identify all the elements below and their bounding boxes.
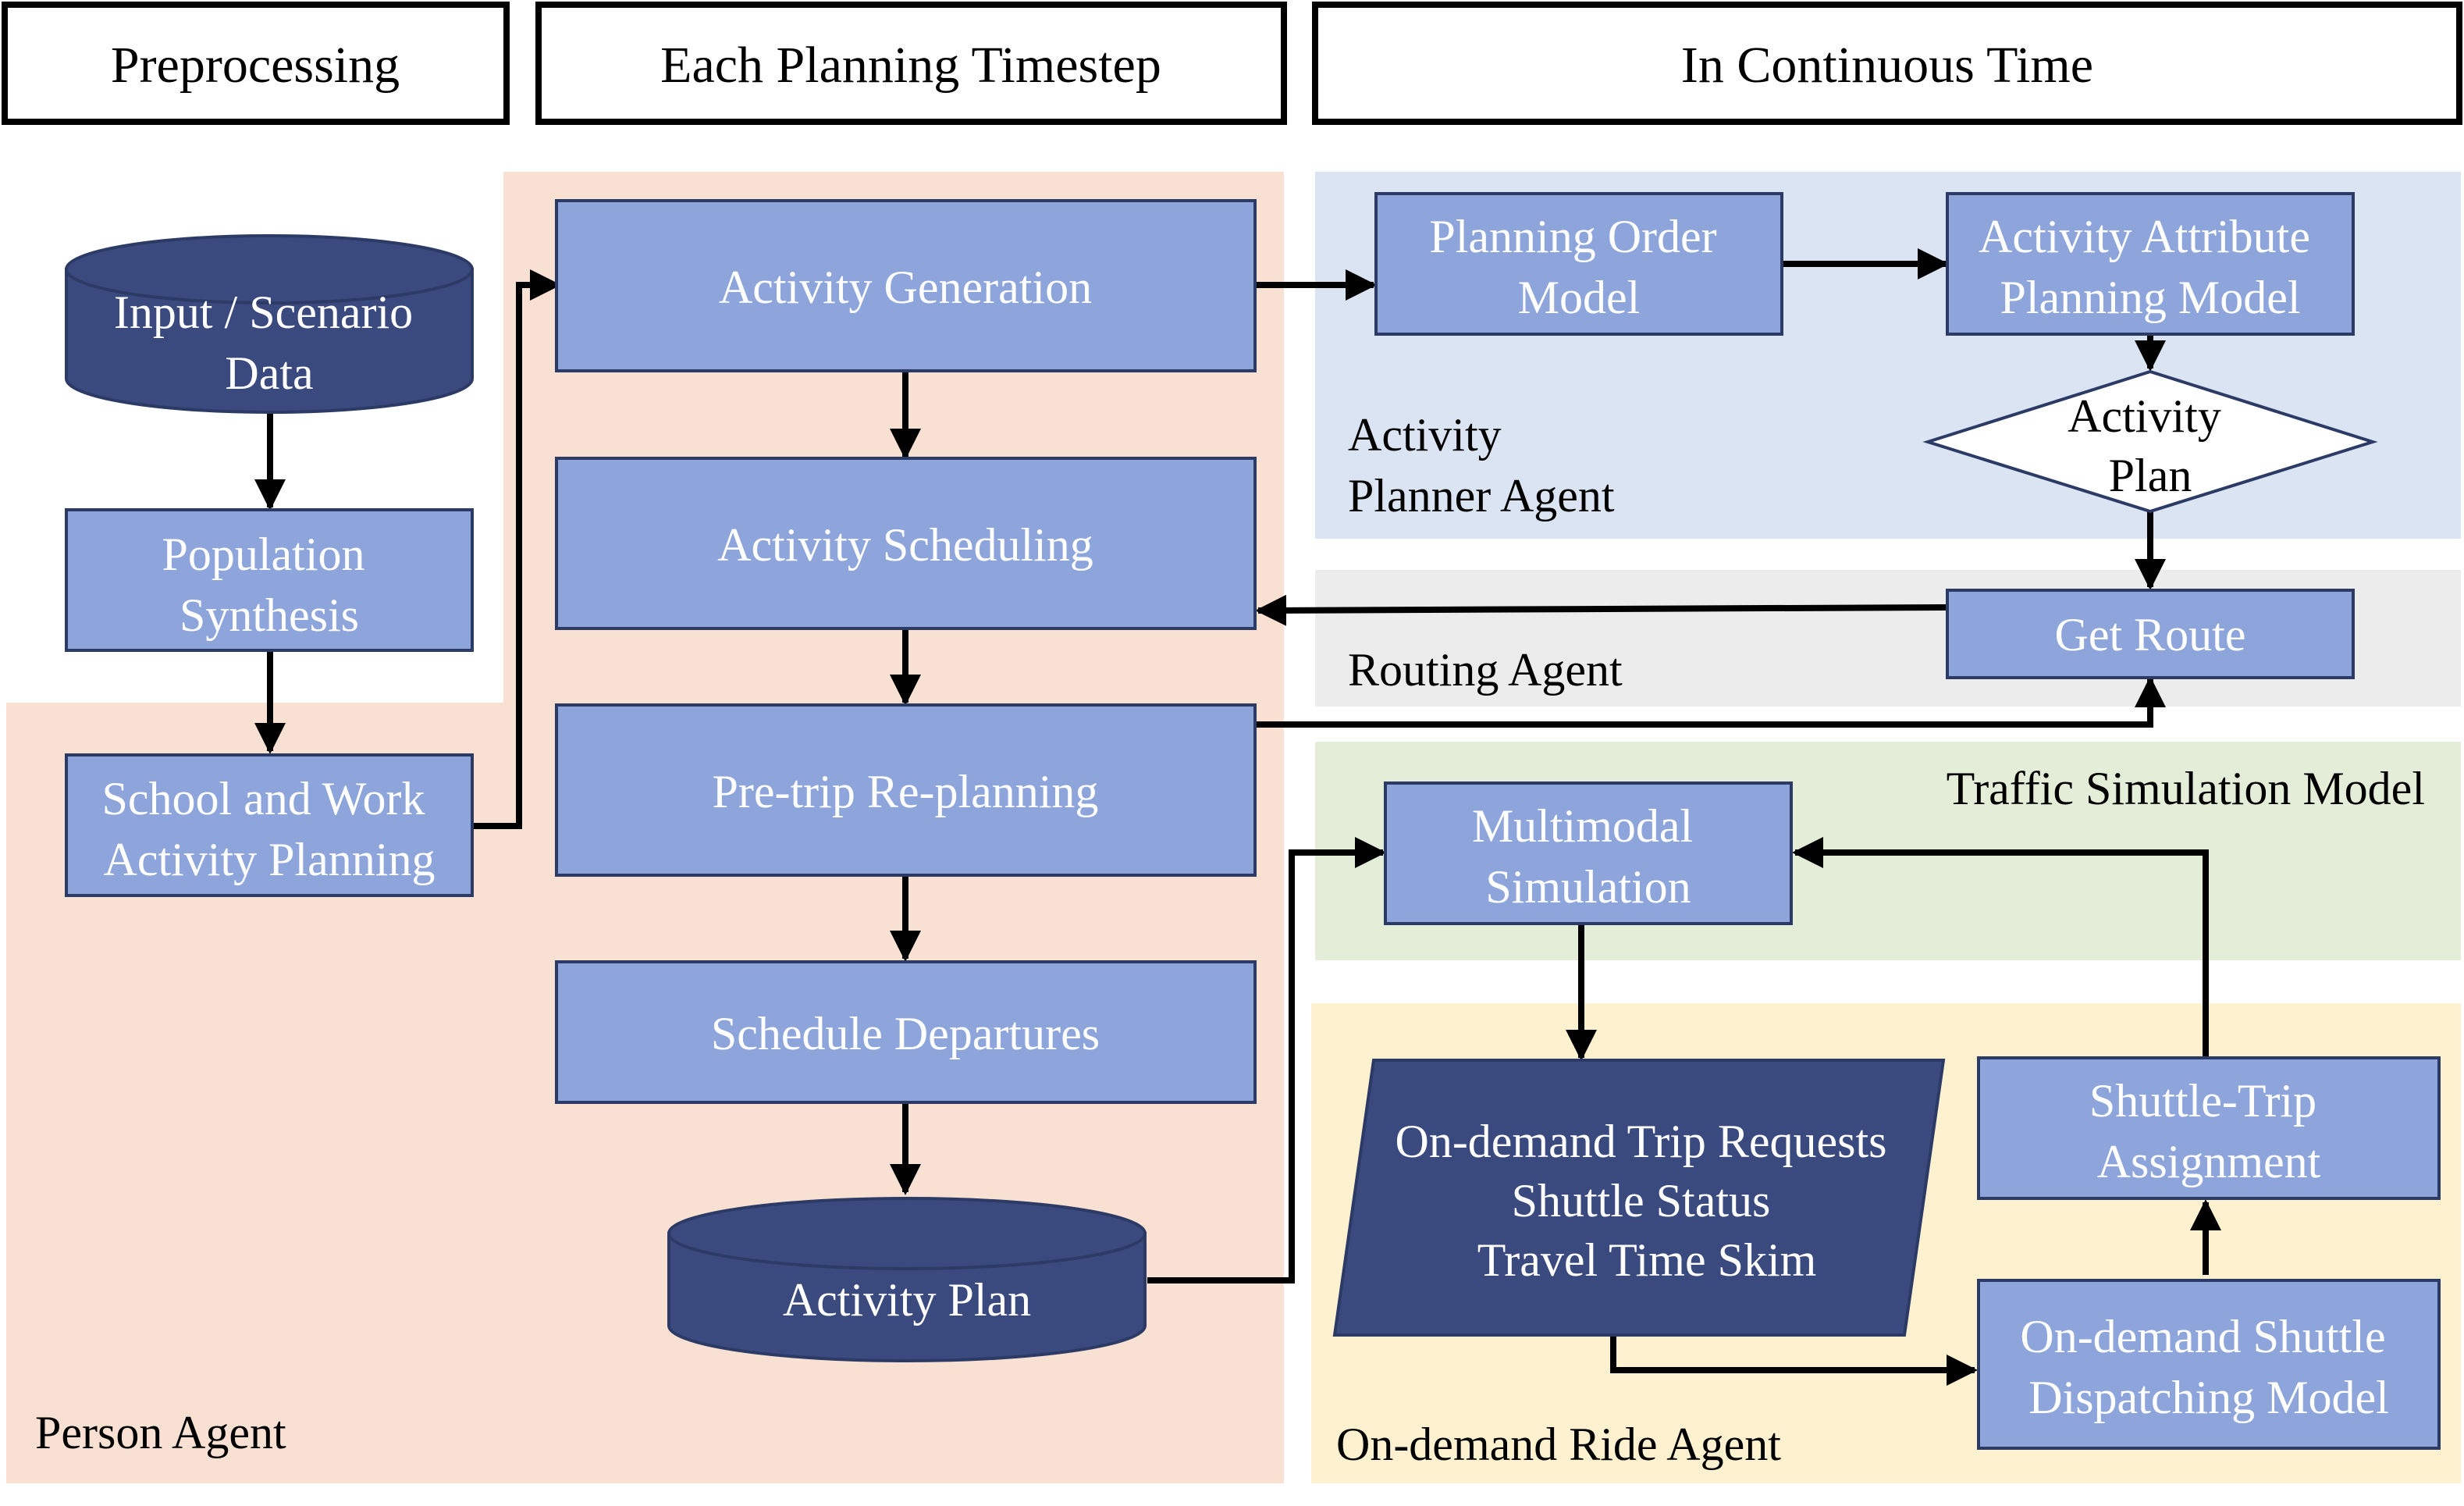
input-scenario-data-node: Input / Scenario Data [65,234,474,414]
ondemand-agent-label: On-demand Ride Agent [1336,1419,1781,1470]
header-preprocessing [2,2,510,125]
traffic-simulation-label: Traffic Simulation Model [1947,763,2425,814]
activity-scheduling-label: Activity Scheduling [717,519,1093,571]
ondemand-trip-requests-node: On-demand Trip Requests Shuttle Status T… [1332,1059,1946,1337]
shuttle-trip-assignment-label: Shuttle-Trip Assignment [2089,1075,2328,1187]
get-route-node: Get Route [1946,589,2355,679]
get-route-label: Get Route [2055,609,2246,660]
activity-attribute-planning-label: Activity Attribute Planning Model [1979,211,2322,323]
header-preprocessing-label: Preprocessing [111,37,400,94]
header-continuous [1312,2,2462,125]
activity-attribute-planning-node: Activity Attribute Planning Model [1946,192,2355,336]
multimodal-simulation-node: Multimodal Simulation [1384,781,1793,925]
pretrip-replanning-label: Pre-trip Re-planning [713,766,1099,817]
activity-scheduling-node: Activity Scheduling [555,457,1257,630]
ondemand-dispatching-model-label: On-demand Shuttle Dispatching Model [2020,1311,2397,1423]
planning-order-model-node: Planning Order Model [1374,192,1783,336]
planning-order-model-label: Planning Order Model [1429,211,1728,323]
ondemand-trip-requests-label: On-demand Trip Requests Shuttle Status T… [1396,1116,1899,1286]
header-continuous-label: In Continuous Time [1681,37,2093,94]
person-agent-label: Person Agent [35,1407,286,1458]
schedule-departures-label: Schedule Departures [711,1008,1100,1059]
activity-generation-node: Activity Generation [555,199,1257,372]
activity-plan-decision-node: Activity Plan [1922,369,2378,514]
schedule-departures-node: Schedule Departures [555,960,1257,1104]
multimodal-simulation-label: Multimodal Simulation [1472,800,1705,913]
population-synthesis-node: Population Synthesis [65,508,474,652]
pretrip-replanning-node: Pre-trip Re-planning [555,703,1257,877]
school-work-activity-label: School and Work Activity Planning [101,773,436,885]
activity-plan-decision-label: Activity Plan [2068,390,2233,501]
header-each-timestep [535,2,1287,125]
activity-planner-label: Activity Planner Agent [1348,409,1615,522]
connectors [254,248,2221,1386]
activity-plan-database-node: Activity Plan [667,1197,1147,1362]
routing-agent-label: Routing Agent [1348,644,1623,696]
header-each-timestep-label: Each Planning Timestep [660,37,1161,94]
activity-plan-database-label: Activity Plan [783,1274,1031,1326]
activity-generation-label: Activity Generation [719,262,1092,313]
input-scenario-data-label: Input / Scenario Data [114,287,425,399]
ondemand-dispatching-model-node: On-demand Shuttle Dispatching Model [1977,1279,2441,1450]
shuttle-trip-assignment-node: Shuttle-Trip Assignment [1977,1056,2441,1200]
population-synthesis-label: Population Synthesis [162,529,376,641]
school-work-activity-node: School and Work Activity Planning [65,753,474,897]
